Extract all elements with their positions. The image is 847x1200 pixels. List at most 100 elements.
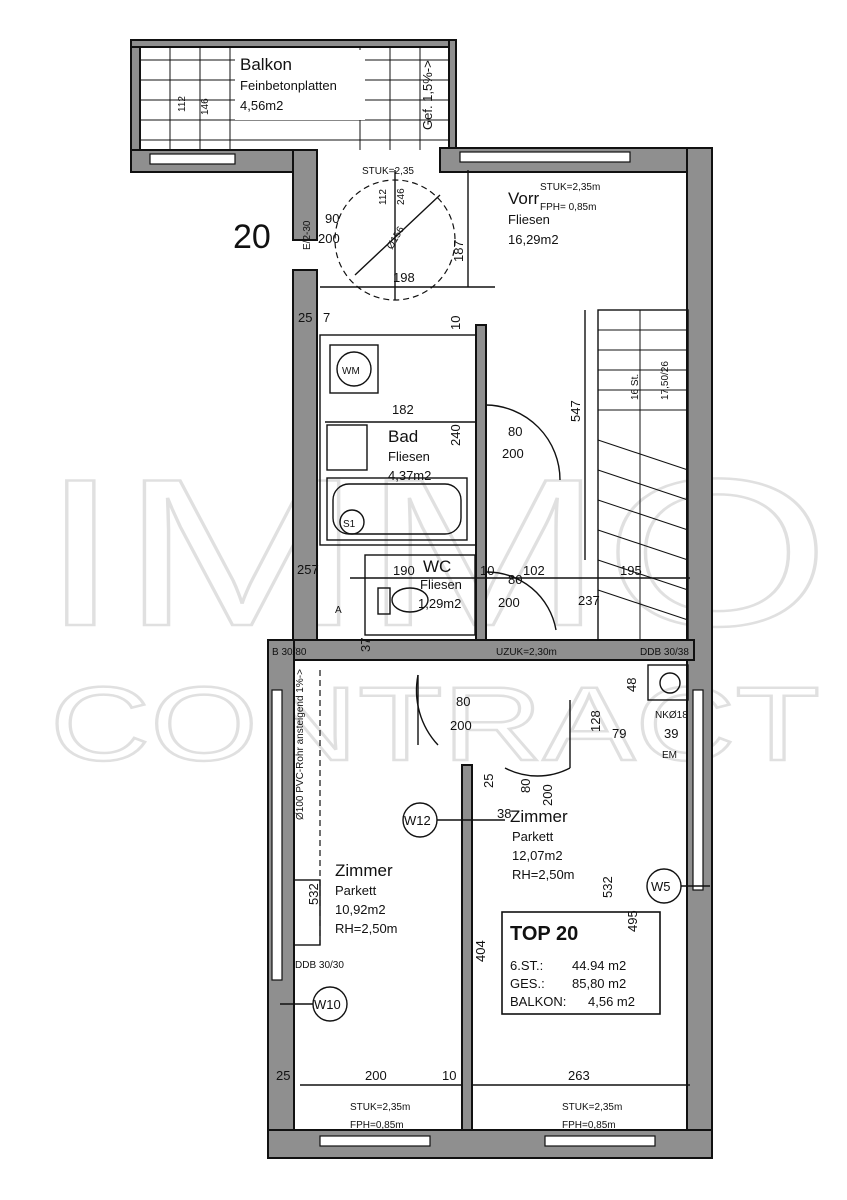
balkon-wall-left (130, 39, 141, 161)
summary-row-1-label: 6.ST.: (510, 958, 543, 973)
dim-198: 198 (393, 270, 415, 285)
stair-rise: 17,50/26 (660, 361, 671, 400)
dim-10a: 10 (480, 563, 494, 578)
summary-row-2-label: GES.: (510, 976, 545, 991)
dim-128: 128 (588, 710, 603, 732)
dim-263: 263 (568, 1068, 590, 1083)
stuk-top: STUK=2,35 (362, 166, 414, 177)
toilet (391, 587, 429, 613)
dim-547: 547 (568, 400, 583, 422)
wall-mid-horizontal (293, 639, 695, 661)
fph-bottom-left: FPH=0,85m (350, 1120, 404, 1131)
zimmer-right-name: Zimmer (510, 807, 568, 826)
balkon-wall-top (130, 39, 457, 48)
bathtub (326, 477, 468, 541)
dim-112: 112 (378, 189, 389, 205)
zimmer-right-rh: RH=2,50m (512, 867, 575, 882)
vorraum-floor: Fliesen (508, 212, 550, 227)
dim-7: 7 (323, 310, 330, 325)
summary-box: TOP 20 6.ST.: 44.94 m2 GES.: 85,80 m2 BA… (501, 911, 661, 1015)
dim-79: 79 (612, 726, 626, 741)
stairs: 16 St. 17,50/26 (597, 309, 689, 641)
stuk-bottom-right: STUK=2,35m (562, 1102, 622, 1113)
dim-532a: 532 (306, 883, 321, 905)
dim-404: 404 (473, 940, 488, 962)
dim-80d: 80 (518, 779, 533, 793)
dimension-lines (300, 170, 690, 1086)
dim-200f: 200 (365, 1068, 387, 1083)
zimmer-left: Zimmer Parkett 10,92m2 RH=2,50m Ø100 PVC… (293, 669, 439, 971)
ddb-right: DDB 30/38 (640, 647, 689, 658)
dim-80c: 80 (456, 694, 470, 709)
dim-39: 39 (664, 726, 678, 741)
windows (149, 151, 704, 1147)
washing-machine (329, 344, 379, 394)
pipe-label: Ø100 PVC-Rohr ansteigend 1%-> (295, 669, 306, 820)
bad-floor: Fliesen (388, 449, 430, 464)
dim-48: 48 (624, 678, 639, 692)
dim-25b: 25 (276, 1068, 290, 1083)
dim-257: 257 (297, 562, 319, 577)
window-tags: W12 W10 W5 (280, 802, 710, 1022)
dim-246: 246 (396, 188, 407, 205)
summary-row-3-value: 4,56 m2 (588, 994, 635, 1009)
dim-495: 495 (625, 910, 640, 932)
bad-name: Bad (388, 427, 418, 446)
a-label: A (335, 605, 342, 616)
vorraum-name: Vorr (508, 189, 540, 208)
dim-190: 190 (393, 563, 415, 578)
wc-floor: Fliesen (420, 577, 462, 592)
dim-240: 240 (448, 424, 463, 446)
vorraum-stuk: STUK=2,35m (540, 182, 600, 193)
balkon-slope: Gef. 1,5%-> (420, 60, 435, 130)
dim-80a: 80 (508, 424, 522, 439)
dim-80b: 80 (508, 572, 522, 587)
dim-25c: 25 (481, 774, 496, 788)
stuk-bottom-left: STUK=2,35m (350, 1102, 410, 1113)
dim-25a: 25 (298, 310, 312, 325)
stair-steps: 16 St. (630, 374, 641, 400)
wc: WC Fliesen 1,29m2 A (335, 554, 557, 636)
balkon-name: Balkon (240, 55, 292, 74)
wc-area: 1,29m2 (418, 596, 461, 611)
wall-left-upper (292, 269, 318, 641)
bad-area: 4,37m2 (388, 468, 431, 483)
dim-182: 182 (392, 402, 414, 417)
dim-237: 237 (578, 593, 600, 608)
dim-38: 38 (497, 806, 511, 821)
dim-102: 102 (523, 563, 545, 578)
unit-number: 20 (233, 218, 271, 256)
dim-200b: 200 (498, 595, 520, 610)
nk-label: NKØ18 (655, 710, 688, 721)
dim-532b: 532 (600, 876, 615, 898)
w10-tag: W10 (314, 997, 341, 1012)
s1-label: S1 (343, 519, 356, 530)
summary-row-3-label: BALKON: (510, 994, 566, 1009)
dim-200c: 200 (450, 718, 472, 733)
dim-10b: 10 (448, 316, 463, 330)
w5-tag: W5 (651, 879, 671, 894)
bad: WM S1 Bad Fliesen 4,37m2 (319, 334, 561, 546)
vorraum-fph: FPH= 0,85m (540, 202, 596, 213)
zimmer-right-floor: Parkett (512, 829, 554, 844)
summary-row-1-value: 44.94 m2 (572, 958, 626, 973)
zimmer-left-rh: RH=2,50m (335, 921, 398, 936)
balkon-floor: Feinbetonplatten (240, 78, 337, 93)
wall-bath-right (475, 324, 487, 641)
balkon-wall-right (448, 39, 457, 161)
zimmer-right: Zimmer Parkett 12,07m2 RH=2,50m NKØ18 EM (504, 664, 689, 882)
sink (326, 424, 368, 471)
dim-37: 37 (358, 638, 373, 652)
balkon-dim2: 146 (200, 98, 211, 115)
ddb-small: DDB 30/30 (295, 960, 344, 971)
summary-row-2-value: 85,80 m2 (572, 976, 626, 991)
dim-200e: 200 (318, 231, 340, 246)
wc-name: WC (423, 557, 451, 576)
dim-200d: 200 (540, 784, 555, 806)
dim-200a: 200 (502, 446, 524, 461)
em-label: EM (662, 750, 677, 761)
zimmer-right-area: 12,07m2 (512, 848, 563, 863)
uzuk-label: UZUK=2,30m (496, 647, 557, 658)
vorraum: Vorr Fliesen 16,29m2 STUK=2,35m FPH= 0,8… (334, 166, 600, 301)
